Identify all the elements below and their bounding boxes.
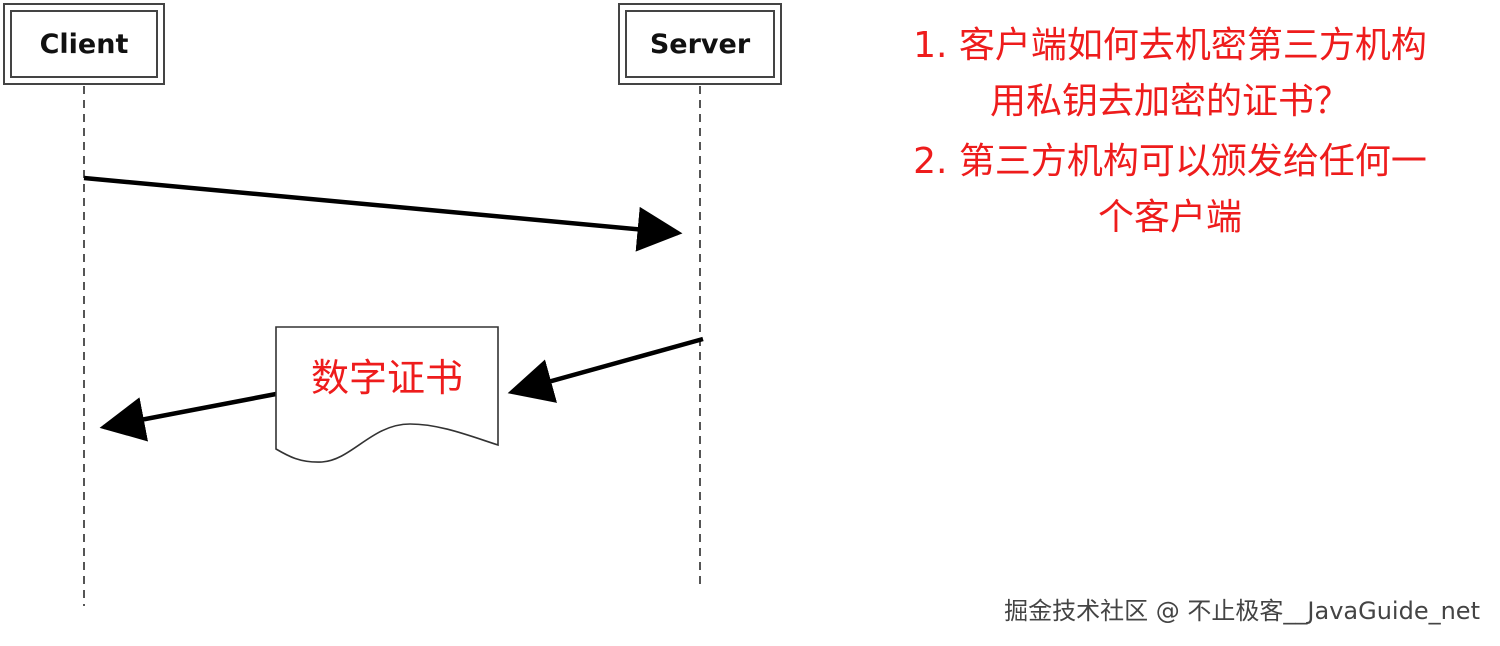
request-arrow — [83, 175, 683, 252]
certificate-label: 数字证书 — [310, 356, 463, 400]
question-1-line-1: 1. 客户端如何去机密第三方机构 — [913, 25, 1427, 66]
server-actor-box: Server — [618, 3, 782, 85]
question-note-1: 1. 客户端如何去机密第三方机构 用私钥去加密的证书？ — [855, 18, 1485, 130]
question-2-line-1: 2. 第三方机构可以颁发给任何一 — [913, 141, 1427, 182]
response-arrow-server-to-certificate — [507, 336, 704, 403]
question-note-2: 2. 第三方机构可以颁发给任何一 个客户端 — [855, 134, 1485, 246]
client-label: Client — [39, 28, 129, 60]
certificate-document-shape — [275, 326, 499, 463]
watermark: 掘金技术社区 @ 不止极客__JavaGuide_net — [1004, 597, 1480, 625]
question-1-line-2: 用私钥去加密的证书？ — [989, 81, 1350, 122]
response-arrow-certificate-to-client — [99, 391, 277, 442]
client-actor-box: Client — [3, 3, 165, 85]
question-2-line-2: 个客户端 — [1097, 197, 1242, 238]
server-label: Server — [649, 28, 751, 60]
